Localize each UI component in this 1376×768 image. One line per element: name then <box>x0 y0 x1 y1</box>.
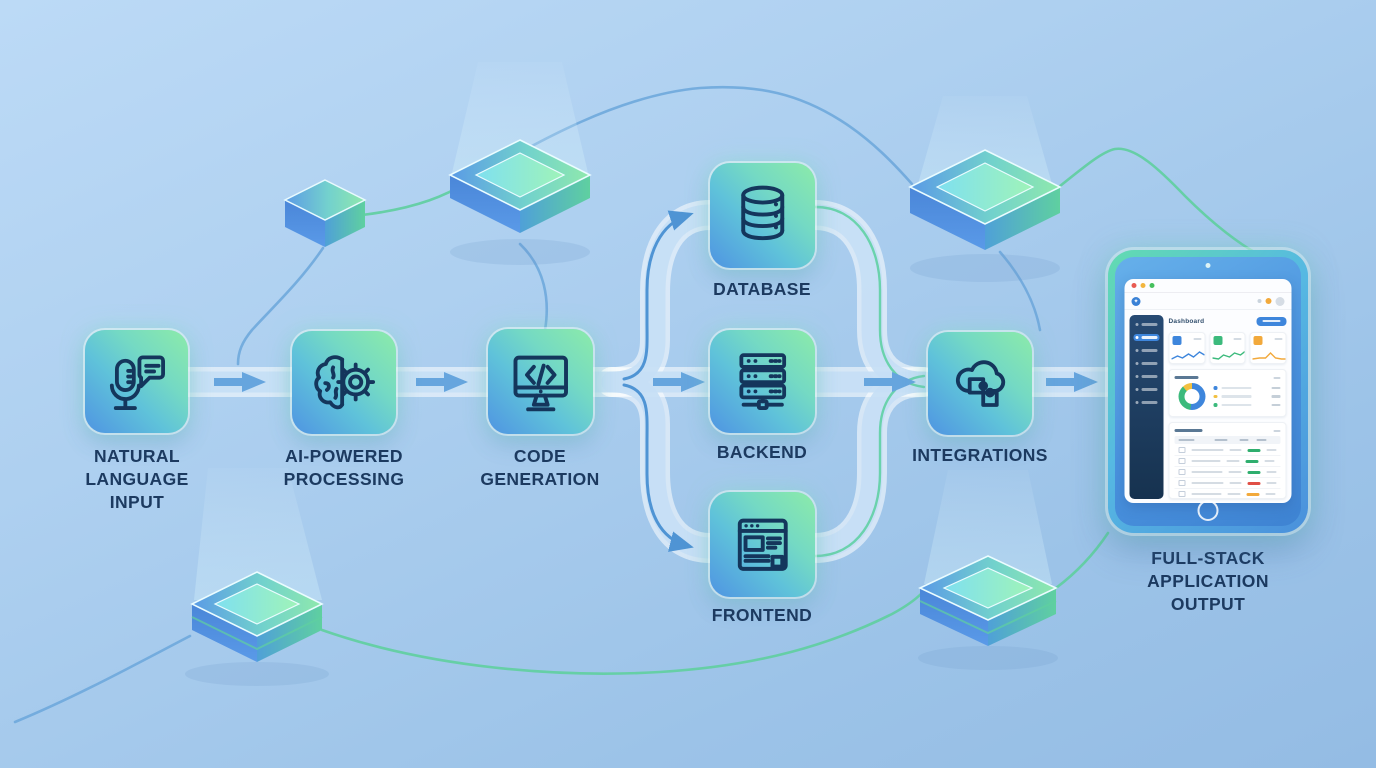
cloud-puzzle-icon <box>955 360 1005 408</box>
sidebar-item <box>1134 347 1160 354</box>
primary-action-button <box>1256 316 1287 326</box>
connector-line <box>13 634 192 724</box>
sparkline <box>1252 352 1286 360</box>
node-label-natural-language-input: NATURAL LANGUAGE INPUT <box>85 446 189 512</box>
tablet-home-button <box>1197 500 1219 521</box>
node-natural-language-input <box>85 330 188 433</box>
node-frontend <box>710 492 815 597</box>
node-label-backend: BACKEND <box>716 442 808 462</box>
flow-arrow <box>214 372 266 392</box>
microphone-chat-icon <box>110 355 166 411</box>
node-code-generation <box>488 329 593 434</box>
sidebar-item <box>1134 321 1160 328</box>
stat-icon <box>1253 336 1263 345</box>
light-beam <box>452 62 588 173</box>
window-titlebar <box>1124 279 1292 293</box>
analytics-panel <box>1168 369 1287 417</box>
node-label-code-generation: CODE GENERATION <box>480 446 600 489</box>
table-row <box>1174 467 1281 478</box>
table-header <box>1174 436 1281 444</box>
maximize-traffic-light <box>1149 283 1155 288</box>
connector-line <box>998 250 1042 332</box>
sidebar-item-active <box>1133 334 1160 341</box>
flow-arrow <box>653 372 705 392</box>
light-beam <box>924 470 1052 584</box>
arrow-to-frontend <box>622 383 694 552</box>
status-pill <box>1247 448 1261 452</box>
connector-line <box>1038 147 1258 255</box>
dashboard-sidebar <box>1129 315 1164 499</box>
database-cylinder-icon <box>741 185 784 240</box>
data-table-panel <box>1168 422 1287 499</box>
dashboard-title: Dashboard <box>1168 317 1205 325</box>
brain-gear-icon <box>313 355 375 410</box>
table-row <box>1174 456 1281 467</box>
node-label-integrations: INTEGRATIONS <box>912 445 1048 465</box>
branch-flow-arrows <box>622 210 694 552</box>
tablet-dashboard-mockup: ✦ <box>1108 250 1308 533</box>
browser-window: ✦ <box>1124 279 1292 503</box>
dashboard-main: Dashboard <box>1168 315 1287 499</box>
donut-chart <box>1178 383 1206 410</box>
refresh-icon <box>1265 298 1272 304</box>
connector-line <box>236 246 325 366</box>
monitor-code-icon <box>513 355 568 412</box>
stat-icon <box>1213 336 1223 345</box>
stat-card <box>1249 332 1287 364</box>
node-label-frontend: FRONTEND <box>711 605 813 625</box>
flow-arrow <box>416 372 468 392</box>
status-pill <box>1246 492 1259 496</box>
stat-card <box>1209 332 1246 364</box>
flow-arrows <box>214 372 1098 392</box>
browser-window-icon <box>737 518 788 571</box>
node-integrations <box>928 332 1032 435</box>
light-beam <box>194 468 322 600</box>
close-traffic-light <box>1131 283 1137 288</box>
node-backend <box>710 330 815 433</box>
status-pill <box>1247 481 1261 485</box>
iso-platform-bottom-left <box>185 468 329 686</box>
table-row <box>1174 445 1281 456</box>
table-row <box>1175 489 1281 498</box>
flow-arrow <box>864 372 916 392</box>
sidebar-item <box>1134 386 1160 393</box>
sparkline <box>1171 351 1205 360</box>
node-label-full-stack-output: FULL-STACK APPLICATION OUTPUT <box>1147 548 1269 614</box>
sidebar-item <box>1134 399 1160 406</box>
node-database <box>710 163 815 268</box>
tablet-camera-dot <box>1205 263 1211 268</box>
tablet-screen: ✦ <box>1115 257 1301 526</box>
app-logo-icon: ✦ <box>1131 296 1141 306</box>
arrow-to-database <box>622 210 694 381</box>
stat-icon <box>1172 336 1182 345</box>
table-row <box>1174 478 1281 489</box>
donut-legend <box>1213 386 1281 407</box>
connector-line <box>320 591 924 675</box>
sidebar-item <box>1134 373 1160 380</box>
sparkline <box>1212 350 1245 360</box>
iso-platform-bottom-right <box>918 470 1058 670</box>
toolbar-dot-icon <box>1257 299 1262 303</box>
iso-platform-top-right <box>908 96 1062 282</box>
node-label-ai-powered-processing: AI-POWERED PROCESSING <box>283 446 405 489</box>
minimize-traffic-light <box>1140 283 1146 288</box>
stat-card <box>1168 332 1206 364</box>
avatar <box>1275 296 1285 306</box>
iso-cube-top-left <box>283 179 367 247</box>
connector-line <box>1054 531 1110 590</box>
light-beam <box>918 96 1052 184</box>
status-pill <box>1245 459 1258 463</box>
flow-arrow <box>1046 372 1098 392</box>
dashboard-body: Dashboard <box>1125 310 1292 503</box>
node-ai-powered-processing <box>292 331 396 434</box>
iso-platform-top-center <box>448 62 592 265</box>
browser-toolbar: ✦ <box>1124 293 1292 310</box>
server-stack-icon <box>739 353 786 411</box>
stat-cards-row <box>1168 332 1287 364</box>
connector-line <box>518 242 549 332</box>
status-pill <box>1247 470 1260 474</box>
sidebar-item <box>1134 360 1160 367</box>
node-label-database: DATABASE <box>713 279 811 299</box>
